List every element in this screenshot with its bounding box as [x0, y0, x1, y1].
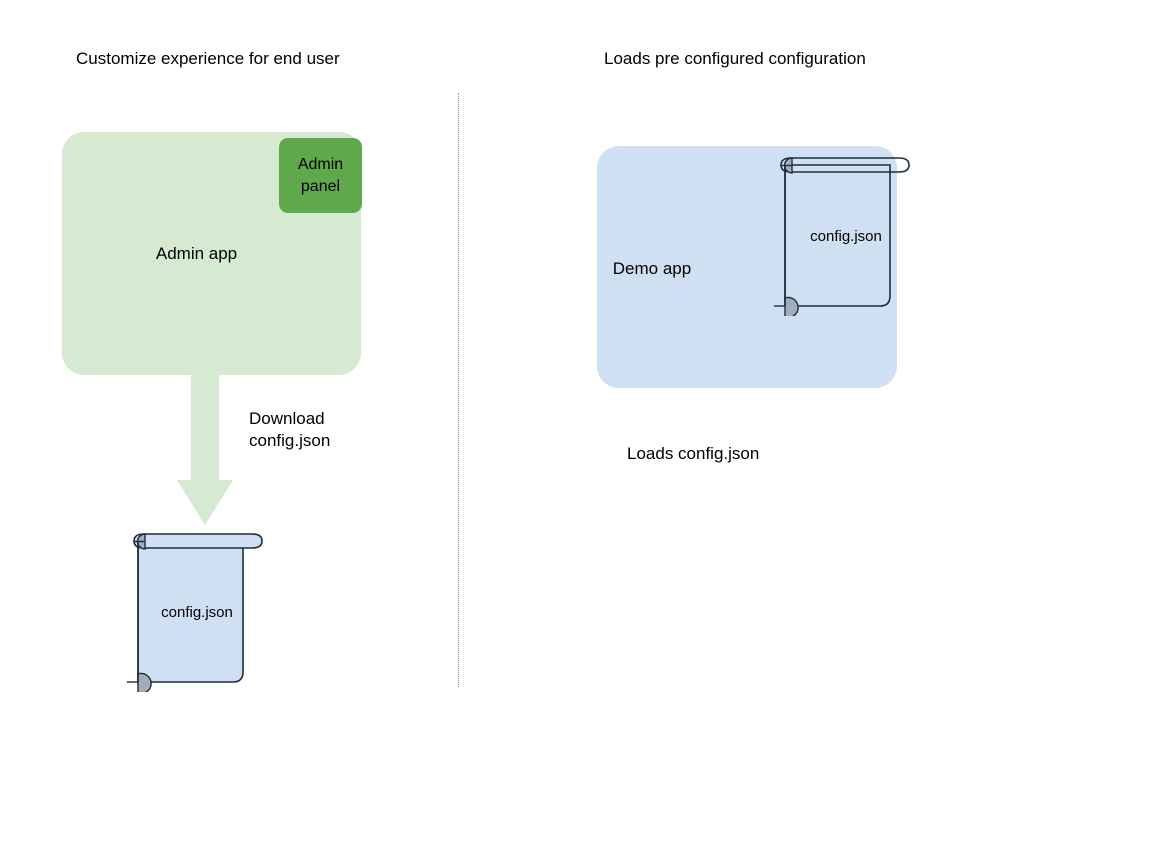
- config-json-document-right[interactable]: config.json: [765, 151, 915, 319]
- admin-panel-box[interactable]: Admin panel: [279, 138, 362, 213]
- scroll-body: [784, 164, 891, 307]
- scroll-top-roll: [780, 157, 910, 173]
- admin-panel-label-line2: panel: [300, 177, 341, 195]
- download-arrow-shape: [177, 370, 233, 525]
- admin-panel-label: Admin panel: [298, 154, 343, 198]
- scroll-document-icon: [127, 533, 263, 695]
- scroll-top-roll: [133, 533, 263, 549]
- admin-app-label: Admin app: [155, 244, 238, 263]
- section-divider: [458, 93, 459, 687]
- demo-app-label: Demo app: [612, 259, 692, 278]
- right-section-title: Loads pre configured configuration: [604, 49, 866, 68]
- scroll-bottom-curl: [784, 296, 799, 319]
- download-arrow: [177, 370, 233, 525]
- config-json-document-left[interactable]: config.json: [118, 527, 268, 695]
- admin-panel-label-line1: Admin: [297, 155, 344, 173]
- scroll-document-icon: [774, 157, 910, 319]
- download-arrow-label: Download config.json: [249, 408, 330, 452]
- download-arrow-label-line1: Download: [249, 409, 325, 428]
- left-section-title: Customize experience for end user: [76, 49, 340, 68]
- scroll-body: [137, 540, 244, 683]
- demo-app-box[interactable]: Demo app: [597, 146, 897, 388]
- download-arrow-label-line2: config.json: [249, 431, 331, 450]
- loads-config-caption: Loads config.json: [627, 444, 760, 463]
